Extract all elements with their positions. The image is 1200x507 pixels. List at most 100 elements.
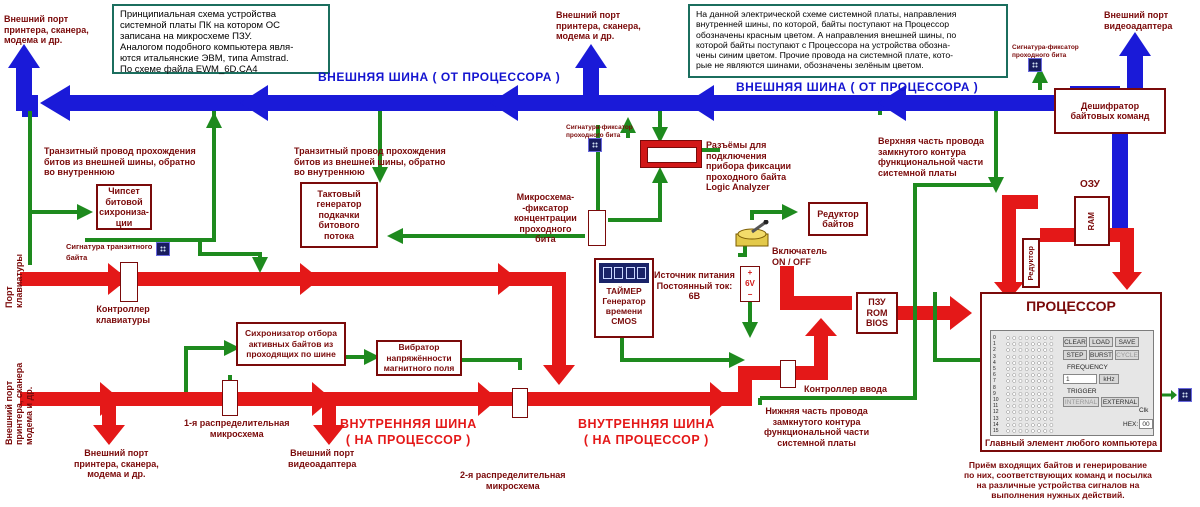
save-button[interactable]: SAVE <box>1115 337 1139 347</box>
external-bus <box>8 32 1151 230</box>
trigger-label: TRIGGER <box>1067 388 1097 395</box>
cpu-row-bits <box>1005 336 1055 340</box>
cpu-row-bits <box>1005 410 1055 415</box>
keyboard-controller-label: Контроллер клавиатуры <box>96 304 151 325</box>
cycle-button[interactable]: CYCLE <box>1115 350 1139 360</box>
note-right: На данной электрической схеме системной … <box>688 4 1008 78</box>
clear-button[interactable]: CLEAR <box>1063 337 1087 347</box>
internal-bus <box>20 195 1142 445</box>
input-controller-label: Контроллер ввода <box>804 384 887 394</box>
decoder-box: Дешифратор байтовых команд <box>1054 88 1166 134</box>
port-bottom-left: Внешний порт принтера, сканера, модема и… <box>74 448 159 479</box>
microchip-fixer-chip <box>588 210 606 246</box>
port-keyboard: Порт клавиатуры <box>4 253 24 308</box>
cpu-row-label: 7 <box>993 378 996 385</box>
sync-active-box: Сихронизатор отбора активных байтов из п… <box>236 322 346 366</box>
ram-label: RAM <box>1086 211 1096 231</box>
psu-plus: + <box>747 268 753 277</box>
reductor-vertical-box: Редуктор <box>1022 238 1040 288</box>
dist1-label: 1-я распределительная микросхема <box>184 418 290 439</box>
cpu-row-bits <box>1005 391 1055 396</box>
cpu-row-bits <box>1005 354 1055 359</box>
timer-cmos: ТАЙМЕР Генератор времени CMOS <box>594 258 654 338</box>
cpu-row-label: 6 <box>993 372 996 379</box>
clk-label: Clk <box>1139 407 1149 414</box>
external-bus-label-2: ВНЕШНЯЯ ШИНА ( ОТ ПРОЦЕССОРА ) <box>736 80 979 94</box>
step-button[interactable]: STEP <box>1063 350 1087 360</box>
cpu-row-bits <box>1005 404 1055 409</box>
sig-fix-bit-top-icon <box>1028 58 1042 72</box>
cpu-row-label: 2 <box>993 347 996 354</box>
port-top-mid: Внешний порт принтера, сканера, модема и… <box>556 10 641 41</box>
switch-label: Включатель ON / OFF <box>772 246 828 267</box>
cpu-row-label: 0 <box>993 335 996 341</box>
sig-fix-bit-label: Сигнатура-фиксатор проходного бита <box>566 124 633 139</box>
cpu-row-label: 4 <box>993 359 996 366</box>
microchip-fixer-label: Микросхема- -фиксатор концентрации прохо… <box>514 192 577 244</box>
lower-loop-label: Нижняя часть провода замкнутого контура … <box>764 406 870 448</box>
cpu-output-signature-icon <box>1178 388 1192 402</box>
sig-transit-byte-label: Сигнатура транзитного байта <box>66 242 153 262</box>
cpu-row-bits <box>1005 348 1055 353</box>
cpu-row-label: 12 <box>993 409 999 416</box>
port-top-right: Внешний порт видеоадаптера <box>1104 10 1173 31</box>
note-left: Принципиальная схема устройства системно… <box>112 4 330 75</box>
cpu-row-label: 15 <box>993 428 999 434</box>
sig-transit-byte-icon <box>156 242 170 256</box>
rom-box: ПЗУ ROM BIOS <box>856 292 898 334</box>
cpu-row-label: 1 <box>993 341 996 348</box>
timer-label: ТАЙМЕР Генератор времени CMOS <box>602 286 646 326</box>
chipset-box: Чипсет битовой сихрониза- ции <box>96 184 152 230</box>
reductor-label: Редуктор <box>1025 245 1035 281</box>
psu-volt: 6V <box>745 279 755 288</box>
cpu-row-bits <box>1005 398 1055 402</box>
hex-label: HEX: <box>1123 421 1139 428</box>
cpu-row-bits <box>1005 367 1055 371</box>
burst-button[interactable]: BURST <box>1089 350 1113 360</box>
cpu-row-bits <box>1005 342 1055 347</box>
reducer-bytes-box: Редуктор байтов <box>808 202 868 236</box>
load-button[interactable]: LOAD <box>1089 337 1113 347</box>
frequency-label: FREQUENCY <box>1067 364 1108 371</box>
cpu-description: Приём входящих байтов и генерирование по… <box>964 460 1152 500</box>
logic-analyzer-connector <box>640 140 702 168</box>
cpu-row-label: 9 <box>993 390 996 397</box>
power-label: Источник питания Постоянный ток: 6В <box>654 270 735 301</box>
dist2-chip <box>512 388 528 418</box>
cpu-row-bits <box>1005 422 1055 427</box>
cpu-output-arrow <box>1162 390 1177 400</box>
frequency-input[interactable]: 1 <box>1063 374 1097 384</box>
sig-fix-bit-top-label: Сигнатура-фиксатор проходного бита <box>1012 44 1079 59</box>
cpu-row-label: 13 <box>993 415 999 422</box>
cpu-row-bits <box>1005 360 1055 365</box>
psu-minus: − <box>747 290 753 299</box>
internal-bus-label-2: ВНУТРЕННЯЯ ШИНА ( НА ПРОЦЕССОР ) <box>578 417 715 447</box>
transit-mid-label: Транзитный провод прохождения битов из в… <box>294 146 446 177</box>
cpu-row-bits <box>1005 429 1055 433</box>
dist2-label: 2-я распределительная микросхема <box>460 470 566 491</box>
internal-button[interactable]: INTERNAL <box>1063 397 1099 407</box>
cpu-row-label: 14 <box>993 421 999 428</box>
cpu-row-label: 3 <box>993 353 996 360</box>
cpu-row-bits <box>1005 385 1055 390</box>
cpu-row-label: 8 <box>993 384 996 391</box>
external-bus-label-1: ВНЕШНЯЯ ШИНА ( ОТ ПРОЦЕССОРА ) <box>318 70 561 84</box>
internal-bus-label-1: ВНУТРЕННЯЯ ШИНА ( НА ПРОЦЕССОР ) <box>340 417 477 447</box>
hex-value: 00 <box>1139 419 1153 429</box>
cpu-row-bits <box>1005 416 1055 421</box>
port-bottom-video: Внешний порт видеоадаптера <box>288 448 357 469</box>
connectors-label: Разъёмы для подключения прибора фиксации… <box>706 140 792 192</box>
external-button[interactable]: EXTERNAL <box>1101 397 1139 407</box>
cpu-row-bits <box>1005 373 1055 378</box>
cpu-row-label: 10 <box>993 397 999 403</box>
cpu-row-label: 5 <box>993 366 996 372</box>
clock-gen-box: Тактовый генератор подкачки битового пот… <box>300 182 378 248</box>
transit-left-label: Транзитный провод прохождения битов из в… <box>44 146 196 177</box>
frequency-unit[interactable]: kHz <box>1099 374 1119 384</box>
input-controller-chip <box>780 360 796 388</box>
power-supply: +6V − <box>740 266 760 302</box>
